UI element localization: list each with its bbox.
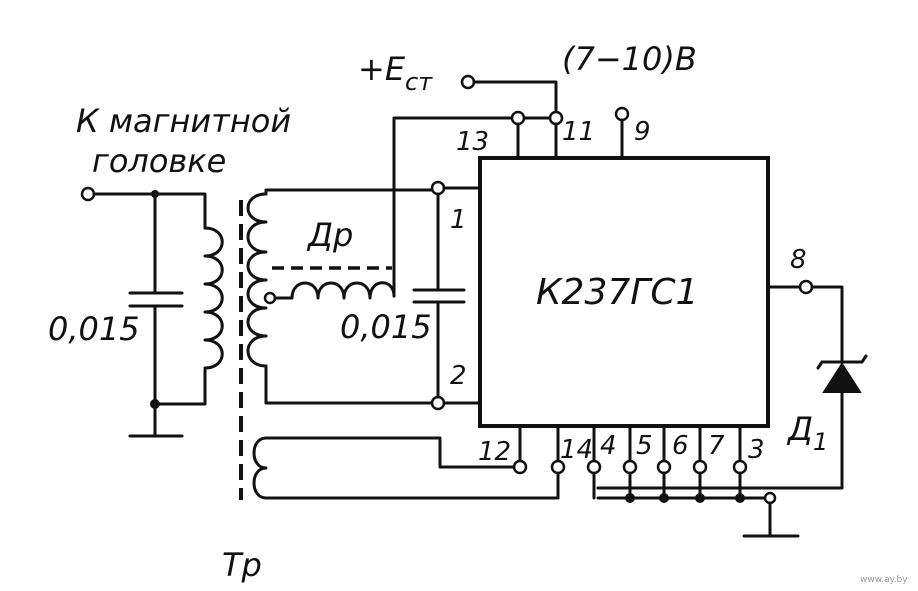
supply-terminal bbox=[460, 74, 476, 90]
cap-mid-label: 0,015 bbox=[340, 308, 432, 346]
pin5-terminal bbox=[622, 459, 638, 475]
secondary-top-wire bbox=[264, 188, 440, 196]
pin-number-7: 7 bbox=[708, 431, 725, 461]
secondary-bottom-wire bbox=[264, 364, 440, 405]
junction-dot bbox=[659, 493, 669, 503]
pin-number-13: 13 bbox=[456, 127, 489, 157]
capacitor-mid bbox=[412, 288, 466, 304]
pin9-terminal bbox=[614, 106, 630, 122]
cap-left-label: 0,015 bbox=[48, 310, 140, 348]
transformer-secondary-winding bbox=[246, 192, 268, 368]
zener-diode-body bbox=[822, 362, 862, 393]
ic-body bbox=[478, 156, 770, 428]
junction-dot bbox=[695, 493, 705, 503]
pin-number-9: 9 bbox=[634, 117, 651, 147]
zener-diode-bar bbox=[816, 354, 868, 370]
pin1-pin2-leads bbox=[442, 186, 482, 405]
bottom-pin-leads bbox=[518, 424, 742, 464]
primary-return-wire bbox=[153, 368, 207, 438]
supply-range-label: (7−10)В bbox=[562, 40, 697, 78]
capacitor-left bbox=[128, 291, 184, 308]
watermark: www.ay.by bbox=[860, 575, 908, 585]
junction-dot bbox=[735, 493, 745, 503]
transformer-primary-winding bbox=[203, 226, 224, 370]
choke-coil bbox=[273, 281, 396, 300]
pin-number-2: 2 bbox=[450, 361, 467, 391]
pin1-node bbox=[430, 180, 446, 196]
pin7-terminal bbox=[692, 459, 708, 475]
ground-bus bbox=[592, 471, 772, 500]
pin-number-3: 3 bbox=[748, 435, 765, 465]
choke-to-pin13-wire bbox=[392, 116, 520, 298]
pin13-terminal bbox=[510, 110, 526, 126]
junction-dot bbox=[625, 493, 635, 503]
pin-number-8: 8 bbox=[790, 245, 807, 275]
supply-wire bbox=[472, 80, 558, 114]
diode-label-main: Д bbox=[786, 410, 813, 448]
supply-label-main: +E bbox=[358, 50, 406, 88]
diode-label: Д1 bbox=[786, 410, 828, 456]
ic-label: К237ГС1 bbox=[536, 272, 698, 313]
input-wire bbox=[92, 192, 207, 230]
transformer-label: Тр bbox=[222, 546, 262, 584]
pin-number-1: 1 bbox=[450, 205, 467, 235]
diode-label-sub: 1 bbox=[813, 428, 828, 456]
choke-label: Др bbox=[306, 216, 353, 254]
ground-right bbox=[742, 501, 800, 538]
pin-number-14: 14 bbox=[560, 435, 593, 465]
head-label-line1: К магнитной bbox=[76, 102, 291, 140]
pin-number-6: 6 bbox=[672, 431, 689, 461]
top-pin-leads bbox=[516, 118, 624, 160]
supply-label-sub: ст bbox=[405, 68, 433, 96]
input-terminal bbox=[80, 186, 96, 202]
pin6-terminal bbox=[656, 459, 672, 475]
supply-label: +Eст bbox=[358, 50, 433, 96]
pin-number-4: 4 bbox=[600, 431, 617, 461]
input-section bbox=[80, 186, 207, 438]
pin-number-5: 5 bbox=[636, 431, 653, 461]
transformer-third-winding bbox=[252, 436, 560, 500]
pin11-terminal bbox=[548, 110, 564, 126]
head-label-line2: головке bbox=[92, 142, 226, 180]
pin12-terminal bbox=[512, 459, 528, 475]
pin2-node bbox=[430, 395, 446, 411]
pin3-terminal bbox=[732, 459, 748, 475]
pin-number-11: 11 bbox=[562, 117, 595, 147]
pin8-terminal bbox=[798, 279, 814, 295]
diode-top-wire bbox=[810, 285, 844, 362]
pin-number-12: 12 bbox=[478, 437, 511, 467]
diode-bottom-wire bbox=[596, 390, 844, 490]
